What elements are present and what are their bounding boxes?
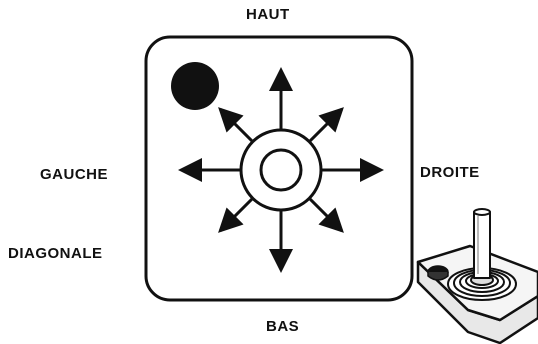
cursor-ball-icon bbox=[171, 62, 219, 110]
center-inner-ring bbox=[261, 150, 301, 190]
joystick-icon bbox=[418, 209, 538, 343]
